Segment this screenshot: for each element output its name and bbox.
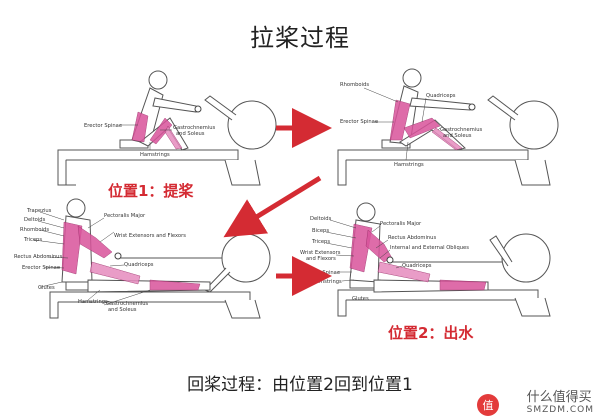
label-hamstrings: Hamstrings (312, 279, 342, 285)
caption: 回桨过程：由位置2回到位置1 (187, 375, 413, 395)
rower-2 (389, 68, 476, 151)
label-rectus-abdominus: Rectus Abdominus (14, 254, 62, 260)
label-hamstrings: Hamstrings (394, 162, 424, 168)
label-quadriceps: Quadriceps (402, 263, 432, 269)
label-triceps: Triceps (311, 239, 330, 245)
label-quadriceps: Quadriceps (426, 93, 456, 99)
rower-1 (131, 70, 202, 151)
label-hamstrings: Hamstrings (78, 299, 108, 305)
watermark-text: 什么值得买 (526, 390, 592, 405)
watermark-url: SMZDM.COM (526, 405, 594, 415)
figure-2: Rhomboids Quadriceps Erector Spinae Gast… (337, 68, 559, 186)
rowing-machine-4 (337, 233, 551, 317)
label-gastrochnemius: Gastrochnemius (106, 301, 149, 307)
label-obliques: Internal and External Obliques (390, 245, 469, 251)
page-title: 拉桨过程 (250, 24, 350, 52)
position-2-label: 位置2：出水 (388, 324, 474, 342)
label-pectoralis-major: Pectoralis Major (380, 221, 422, 227)
label-quadriceps: Quadriceps (124, 262, 154, 268)
label-erector-spinae: Erector Spinae (84, 123, 122, 129)
label-biceps: Biceps (312, 228, 329, 234)
label-soleus: and Soleus (443, 133, 472, 139)
watermark: 什么值得买 SMZDM.COM (527, 386, 594, 415)
label-wrist-extensors: Wrist Extensors and Flexors (114, 233, 186, 239)
label-triceps: Triceps (23, 237, 42, 243)
label-rectus-abdominus: Rectus Abdominus (388, 235, 436, 241)
label-soleus: and Soleus (176, 131, 205, 137)
label-rhomboids: Rhomboids (340, 82, 369, 88)
rowing-machine-3 (49, 233, 271, 319)
figure-4-leaders (325, 219, 403, 282)
label-wrist-extensors: Wrist Extensors (300, 250, 341, 256)
label-pectoralis-major: Pectoralis Major (104, 213, 146, 219)
label-soleus: and Soleus (108, 307, 137, 313)
label-flexors: and Flexors (306, 256, 336, 262)
label-gastrochnemius: Gastrochnemius (173, 125, 216, 131)
label-deltoids: Deltoids (24, 217, 46, 223)
label-erector-spinae: Erector Spinae (340, 119, 378, 125)
label-glutes: Glutes (38, 285, 55, 291)
label-gastrochnemius: Gastrochnemius (440, 127, 483, 133)
label-hamstrings: Hamstrings (140, 152, 170, 158)
label-deltoids: Deltoids (310, 216, 332, 222)
rower-3 (61, 198, 211, 293)
position-1-label: 位置1：提桨 (108, 182, 194, 200)
label-erector-spinae: Erector Spinae (22, 265, 60, 271)
figure-3: Trapezius Deltoids Rhomboids Triceps Pec… (14, 198, 271, 319)
figure-3-leaders (33, 211, 151, 306)
figure-1: Erector Spinae Gastrochnemius and Soleus… (57, 70, 277, 186)
label-rhomboids: Rhomboids (20, 227, 49, 233)
rowing-machine-1 (57, 95, 277, 186)
rower-4 (349, 202, 489, 293)
arrow-2-to-3 (223, 175, 322, 238)
label-trapezius: Trapezius (26, 208, 52, 214)
figure-4: Deltoids Pectoralis Major Biceps Rectus … (300, 202, 551, 317)
watermark-logo-icon: 值 (477, 394, 499, 416)
svg-text:值: 值 (483, 399, 494, 412)
label-glutes: Glutes (352, 296, 369, 302)
